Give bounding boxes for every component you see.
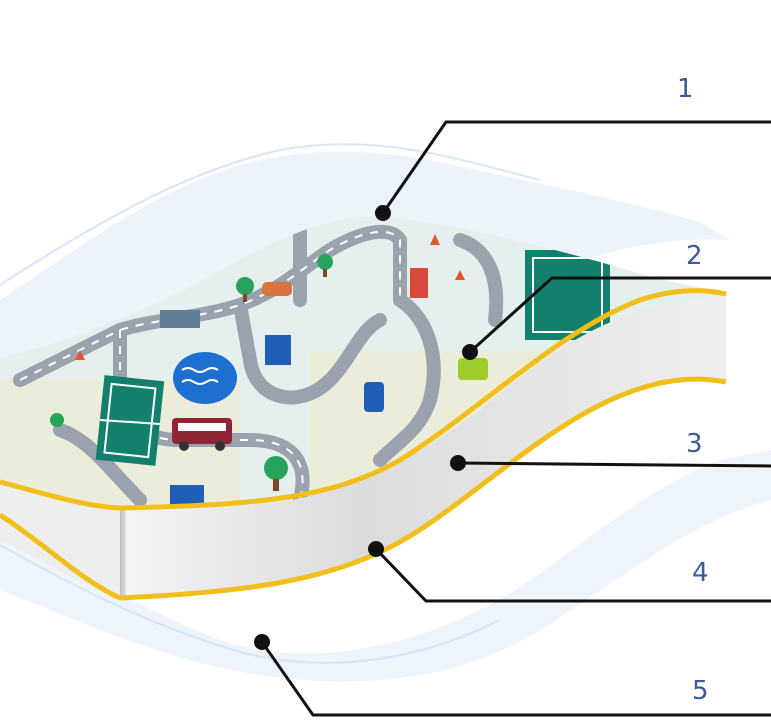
leader-line-4 [374,547,771,603]
layer-label-3: 3 [686,429,703,459]
car-orange [262,282,292,296]
court-right [525,250,610,340]
layer-label-2: 2 [686,241,703,271]
foam-side-face [0,480,120,598]
foam-core-layer [120,290,726,598]
car-red [410,268,428,298]
leader-dot-5 [254,634,270,650]
leader-dot-4 [368,541,384,557]
leader-line-2 [468,276,771,354]
leader-dot-1 [375,205,391,221]
leader-dots [254,205,478,650]
leader-lines [260,120,771,717]
pond [173,352,237,404]
leader-line-3 [457,461,771,468]
layer-label-5: 5 [692,676,709,706]
bottom-film-layer [0,450,771,682]
upper-yellow-edge [0,288,727,511]
layer-label-1: 1 [677,74,694,104]
trees [50,254,333,491]
leader-line-1 [381,120,771,214]
traffic-cones [75,234,465,360]
car-green [458,358,488,380]
bus [172,418,232,451]
leader-dot-3 [450,455,466,471]
van-grey [160,310,200,328]
truck-blue [265,335,291,365]
foam-front-face [120,508,126,600]
layer-label-4: 4 [692,558,709,588]
court-left [95,375,165,466]
car-blue [364,382,384,412]
truck-blue-2 [170,485,204,505]
leader-dot-2 [462,344,478,360]
leader-line-5 [260,641,771,717]
